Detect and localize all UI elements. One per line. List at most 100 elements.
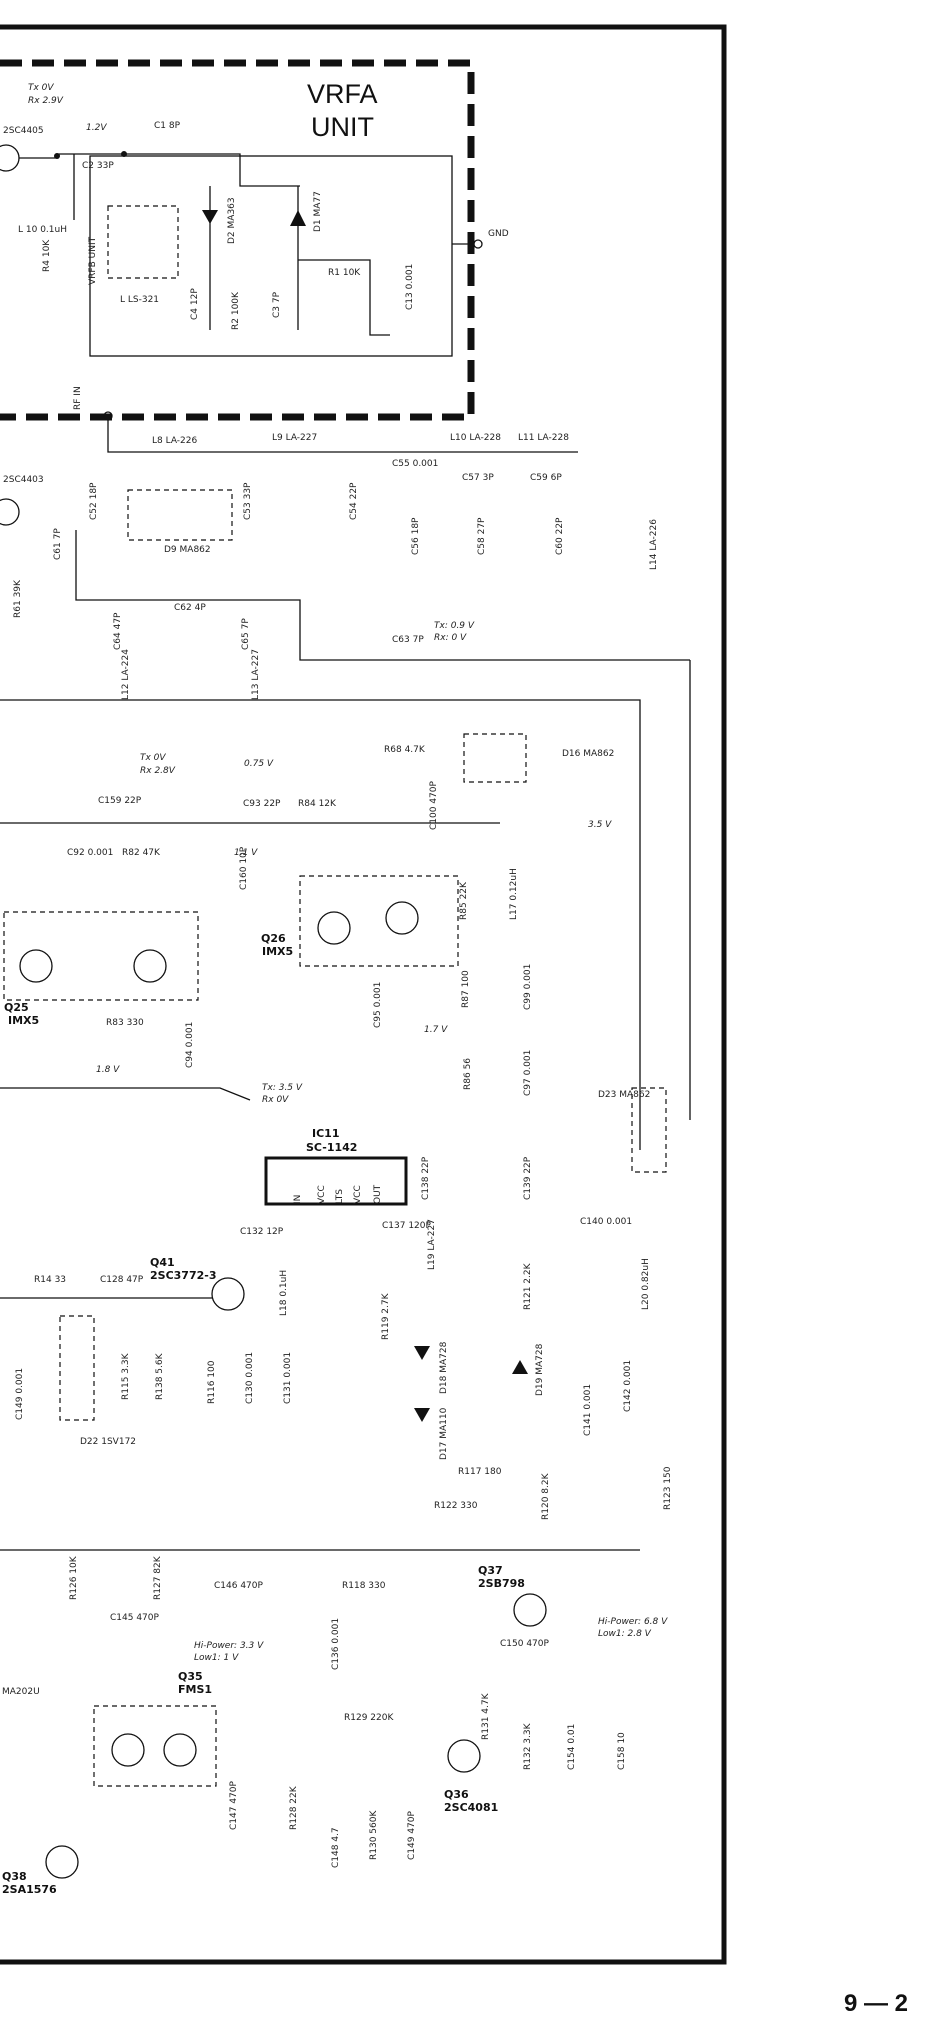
- d-ma202-label: MA202U: [2, 1687, 40, 1697]
- c63-label: C63 7P: [392, 635, 424, 645]
- c94-label: C94 0.001: [185, 1022, 195, 1068]
- vrfb-unit-box: [107, 205, 179, 279]
- wire-right-rail: [0, 699, 641, 1150]
- wire-r1: [298, 259, 390, 336]
- c139-label: C139 22P: [523, 1156, 533, 1200]
- d23-label: D23 MA862: [598, 1090, 650, 1100]
- r123-label: R123 150: [663, 1466, 673, 1510]
- sheet-border: [0, 24, 727, 1965]
- c154-label: C154 0.01: [567, 1724, 577, 1770]
- c52-label: C52 18P: [89, 482, 99, 520]
- c100-label: C100 470P: [429, 780, 439, 830]
- low-1: Low1: 1 V: [194, 1653, 239, 1663]
- c64-label: C64 47P: [113, 612, 123, 650]
- r131-label: R131 4.7K: [481, 1692, 491, 1740]
- c132-label: C132 12P: [240, 1227, 284, 1237]
- vrfb-unit-label: VRFB UNIT: [88, 236, 98, 285]
- r14-label: R14 33: [34, 1275, 66, 1285]
- r85-label: R85 22K: [459, 881, 469, 920]
- q25-type: IMX5: [8, 1014, 39, 1027]
- q41-type: 2SC3772-3: [150, 1269, 216, 1282]
- q-top-type: 2SC4405: [3, 126, 44, 136]
- c140-label: C140 0.001: [580, 1217, 632, 1227]
- l20-label: L20 0.82uH: [641, 1258, 651, 1310]
- c141-label: C141 0.001: [583, 1384, 593, 1436]
- c158-label: C158 10: [617, 1732, 627, 1770]
- r119-label: R119 2.7K: [381, 1292, 391, 1340]
- c147-label: C147 470P: [229, 1780, 239, 1830]
- c149-label: C149 0.001: [15, 1368, 25, 1420]
- r4-label: R4 10K: [42, 239, 52, 272]
- c138-label: C138 22P: [421, 1156, 431, 1200]
- v-18: 1.8 V: [96, 1065, 120, 1075]
- r83-label: R83 330: [106, 1018, 144, 1028]
- transistor-q38: [45, 1845, 79, 1879]
- c136-label: C136 0.001: [331, 1618, 341, 1670]
- d17-label: D17 MA110: [439, 1407, 449, 1460]
- r2-label: R2 100K: [231, 291, 241, 330]
- r120-label: R120 8.2K: [541, 1472, 551, 1520]
- l18-label: L18 0.1uH: [279, 1270, 289, 1316]
- c54-label: C54 22P: [349, 482, 359, 520]
- wire-c1: [160, 153, 300, 187]
- d2-label: D2 MA363: [227, 197, 237, 244]
- v-rx-0: Rx 0V: [262, 1095, 289, 1105]
- c2-label: C2 33P: [82, 161, 114, 171]
- gnd-terminal: [473, 239, 483, 249]
- wire-tx35: [0, 1087, 251, 1101]
- d9-box: [127, 489, 233, 541]
- ic11-pin-vcc2: VCC: [353, 1185, 363, 1204]
- v-rx-09: Rx: 0 V: [434, 633, 467, 643]
- d16-box: [463, 733, 527, 783]
- r115-label: R115 3.3K: [121, 1352, 131, 1400]
- c92-label: C92 0.001: [67, 848, 113, 858]
- wire-main-bus: [107, 420, 578, 453]
- d19-diode: [512, 1360, 528, 1374]
- r116-label: R116 100: [207, 1360, 217, 1404]
- r68-label: R68 4.7K: [384, 745, 426, 755]
- r1-label: R1 10K: [328, 268, 361, 278]
- c3-label: C3 7P: [272, 291, 282, 318]
- q41-label: Q41: [150, 1256, 175, 1269]
- q38-label: Q38: [2, 1870, 27, 1883]
- l17-label: L17 0.12uH: [509, 868, 519, 920]
- wire-c62-c63: [75, 530, 690, 661]
- d17-diode: [414, 1408, 430, 1422]
- q26-label: Q26: [261, 932, 286, 945]
- l10-label: L10 LA-228: [450, 433, 501, 443]
- q26-type: IMX5: [262, 945, 293, 958]
- v-rx-top: Rx 2.9V: [28, 96, 64, 106]
- c150-label: C150 470P: [500, 1639, 550, 1649]
- c95-label: C95 0.001: [373, 982, 383, 1028]
- c56-label: C56 18P: [411, 517, 421, 555]
- q35-type: FMS1: [178, 1683, 212, 1696]
- l-top-label: L 10 0.1uH: [18, 225, 67, 235]
- transistor-q35b: [163, 1733, 197, 1767]
- c55-label: C55 0.001: [392, 459, 438, 469]
- c60-label: C60 22P: [555, 517, 565, 555]
- v-tx-0: Tx 0V: [140, 753, 166, 763]
- l12-label: L12 LA-224: [121, 649, 131, 700]
- r87-label: R87 100: [461, 970, 471, 1008]
- hi-68: Hi-Power: 6.8 V: [598, 1617, 668, 1627]
- d22-label: D22 1SV172: [80, 1437, 136, 1447]
- transistor-q41: [211, 1277, 245, 1311]
- r118-label: R118 330: [342, 1581, 386, 1591]
- vrfa-unit-boundary: [0, 59, 475, 421]
- q35-label: Q35: [178, 1670, 203, 1683]
- l8-label: L8 LA-226: [152, 436, 197, 446]
- ic11-pin-out: OUT: [373, 1184, 383, 1204]
- transistor-q-top: [0, 144, 20, 172]
- c131-label: C131 0.001: [283, 1352, 293, 1404]
- v-tx-top: Tx 0V: [28, 83, 54, 93]
- l-vrfb-label: L LS-321: [120, 295, 159, 305]
- rf-in-label: RF IN: [73, 386, 83, 410]
- c13-label: C13 0.001: [405, 264, 415, 310]
- ic11-pin-in: IN: [293, 1195, 303, 1204]
- c62-label: C62 4P: [174, 603, 206, 613]
- q36-label: Q36: [444, 1788, 469, 1801]
- c149b-label: C149 470P: [407, 1810, 417, 1860]
- d18-label: D18 MA728: [439, 1341, 449, 1394]
- c142-label: C142 0.001: [623, 1360, 633, 1412]
